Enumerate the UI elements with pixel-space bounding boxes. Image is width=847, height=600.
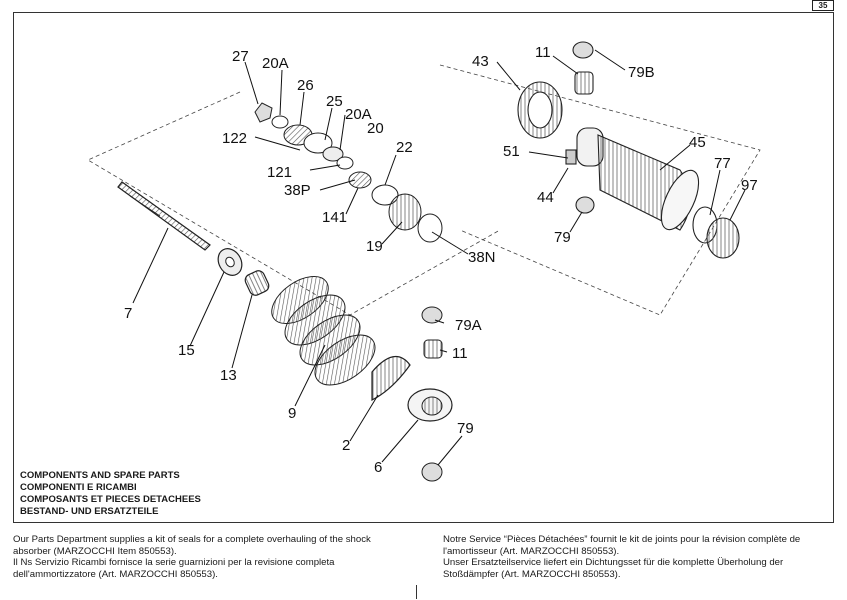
spring-collar-part	[371, 356, 411, 401]
callout-122: 122	[222, 130, 247, 147]
center-divider	[416, 585, 417, 599]
bushing-79a-part	[421, 306, 443, 324]
page-number: 35	[812, 0, 834, 11]
components-title-block: COMPONENTS AND SPARE PARTS COMPONENTI E …	[20, 470, 201, 518]
callout-9: 9	[288, 405, 296, 422]
callout-79-upper: 79	[554, 229, 571, 246]
callout-25: 25	[326, 93, 343, 110]
callout-22: 22	[396, 139, 413, 156]
callout-13: 13	[220, 367, 237, 384]
callout-79a: 79A	[455, 317, 482, 334]
piston-stack-parts	[254, 102, 443, 243]
callout-79b: 79B	[628, 64, 655, 81]
callout-77: 77	[714, 155, 731, 172]
callout-7: 7	[124, 305, 132, 322]
note-en: Our Parts Department supplies a kit of s…	[13, 534, 371, 557]
callout-44: 44	[537, 189, 554, 206]
callout-20: 20	[367, 120, 384, 137]
spring-part	[271, 275, 376, 386]
title-en: COMPONENTS AND SPARE PARTS	[20, 470, 180, 481]
note-de: Unser Ersatzteilservice liefert ein Dich…	[443, 557, 784, 580]
callout-19: 19	[366, 238, 383, 255]
callout-79-lower: 79	[457, 420, 474, 437]
note-fr: Notre Service “Pièces Détachées” fournit…	[443, 534, 801, 557]
callout-45: 45	[689, 134, 706, 151]
callout-11-upper: 11	[535, 44, 551, 61]
callout-43: 43	[472, 53, 489, 70]
bushing-11-lower-part	[423, 339, 443, 359]
eye-end-part	[407, 388, 453, 422]
callout-20a-top: 20A	[262, 55, 289, 72]
callout-2: 2	[342, 437, 350, 454]
shaft-part	[117, 181, 211, 251]
callout-38n: 38N	[468, 249, 496, 266]
callout-27: 27	[232, 48, 249, 65]
title-fr: COMPOSANTS ET PIECES DETACHEES	[20, 494, 201, 505]
callout-51: 51	[503, 143, 520, 160]
notes-right-column: Notre Service “Pièces Détachées” fournit…	[443, 534, 833, 580]
callout-11-lower: 11	[452, 345, 468, 362]
callout-121: 121	[267, 164, 292, 181]
callout-97: 97	[741, 177, 758, 194]
title-de: BESTAND- UND ERSATZTEILE	[20, 506, 159, 517]
assembly-box-shaft	[87, 91, 501, 316]
callout-26: 26	[297, 77, 314, 94]
note-it: Il Ns Servizio Ricambi fornisce la serie…	[13, 557, 335, 580]
bushing-79-lower-part	[421, 462, 443, 482]
diagram-frame	[13, 12, 834, 523]
title-it: COMPONENTI E RICAMBI	[20, 482, 137, 493]
bump-stop-part	[244, 270, 270, 296]
callout-141: 141	[322, 209, 347, 226]
reservoir-parts	[517, 41, 740, 259]
callout-38p: 38P	[284, 182, 311, 199]
callout-20a-mid: 20A	[345, 106, 372, 123]
notes-left-column: Our Parts Department supplies a kit of s…	[13, 534, 403, 580]
callout-6: 6	[374, 459, 382, 476]
callout-15: 15	[178, 342, 195, 359]
